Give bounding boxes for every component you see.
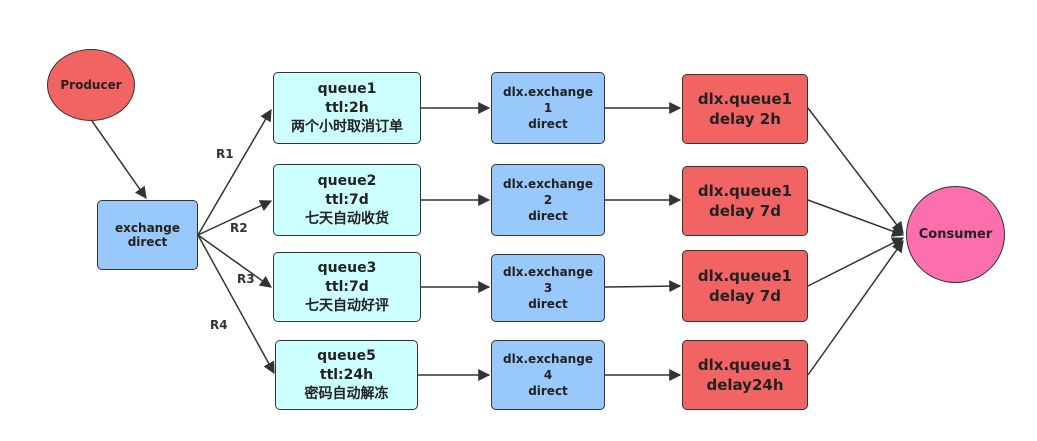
exchange-label-line2: direct: [127, 235, 168, 249]
consumer-node: Consumer: [906, 186, 1005, 283]
queue-node-2: queue2 ttl:7d 七天自动收货: [273, 164, 421, 236]
edge-dlq1-consumer: [807, 107, 904, 234]
queue-desc: 两个小时取消订单: [291, 118, 403, 135]
edge-dlq4-consumer: [807, 240, 904, 376]
dlx-exchange-node-2: dlx.exchange 2 direct: [491, 164, 605, 236]
dlx-exchange-node-4: dlx.exchange 4 direct: [491, 340, 605, 410]
queue-node-5: queue5 ttl:24h 密码自动解冻: [275, 340, 418, 410]
producer-label: Producer: [60, 78, 122, 92]
queue-node-3: queue3 ttl:7d 七天自动好评: [273, 252, 421, 322]
consumer-label: Consumer: [918, 227, 993, 242]
dlx-exchange-name: dlx.exchange: [503, 177, 593, 191]
dlx-exchange-num: 3: [543, 281, 553, 295]
dlx-queue-name: dlx.queue1: [697, 267, 793, 285]
queue-name: queue2: [317, 172, 377, 189]
dlx-queue-name: dlx.queue1: [697, 182, 793, 200]
dlx-exchange-type: direct: [528, 297, 568, 311]
dlx-exchange-node-3: dlx.exchange 3 direct: [491, 254, 605, 322]
edge-exchange-queue5: [197, 234, 275, 375]
edge-exchange-queue3: [197, 234, 272, 288]
queue-node-1: queue1 ttl:2h 两个小时取消订单: [273, 72, 421, 144]
dlx-exchange-type: direct: [528, 117, 568, 131]
dlx-exchange-num: 2: [543, 193, 553, 207]
dlx-queue-delay: delay 2h: [709, 110, 781, 128]
dlx-exchange-type: direct: [528, 384, 568, 398]
edge-exchange-queue1: [197, 108, 272, 236]
dlx-exchange-node-1: dlx.exchange 1 direct: [491, 72, 605, 144]
dlx-exchange-name: dlx.exchange: [503, 85, 593, 99]
exchange-node: exchange direct: [97, 200, 198, 270]
edge-dlq2-consumer: [807, 199, 905, 237]
dlx-queue-delay: delay 7d: [709, 287, 781, 305]
queue-desc: 密码自动解冻: [304, 385, 389, 402]
queue-name: queue3: [317, 259, 377, 276]
queue-ttl: ttl:24h: [319, 366, 374, 383]
dlx-queue-name: dlx.queue1: [697, 90, 793, 108]
exchange-label-line1: exchange: [115, 221, 180, 235]
dlx-queue-node-2: dlx.queue1 delay 7d: [682, 166, 808, 236]
edge-exchange-queue2: [197, 200, 273, 236]
dlx-queue-node-1: dlx.queue1 delay 2h: [682, 74, 808, 144]
queue-desc: 七天自动好评: [305, 297, 389, 314]
dlx-queue-name: dlx.queue1: [697, 356, 793, 374]
dlx-exchange-name: dlx.exchange: [503, 352, 593, 366]
route-label-r3: R3: [237, 272, 255, 286]
dlx-exchange-name: dlx.exchange: [503, 265, 593, 279]
route-label-r4: R4: [210, 318, 228, 332]
dlx-queue-node-4: dlx.queue1 delay24h: [682, 340, 808, 410]
edge-producer-exchange: [91, 120, 147, 199]
queue-name: queue1: [317, 80, 377, 97]
edge-dlx3-dlq3: [604, 280, 682, 293]
dlx-exchange-num: 4: [543, 368, 553, 382]
dlx-queue-node-3: dlx.queue1 delay 7d: [682, 250, 808, 322]
dlx-queue-delay: delay24h: [706, 376, 784, 394]
queue-ttl: ttl:7d: [325, 278, 369, 295]
dlx-exchange-num: 1: [543, 101, 553, 115]
queue-desc: 七天自动收货: [305, 210, 389, 227]
queue-ttl: ttl:7d: [325, 191, 369, 208]
route-label-r1: R1: [216, 147, 234, 161]
queue-name: queue5: [317, 347, 376, 364]
edge-dlq3-consumer: [807, 237, 905, 287]
dlx-queue-delay: delay 7d: [709, 202, 781, 220]
route-label-r2: R2: [230, 221, 248, 235]
producer-node: Producer: [47, 49, 135, 121]
dlx-exchange-type: direct: [528, 209, 568, 223]
queue-ttl: ttl:2h: [325, 99, 369, 116]
